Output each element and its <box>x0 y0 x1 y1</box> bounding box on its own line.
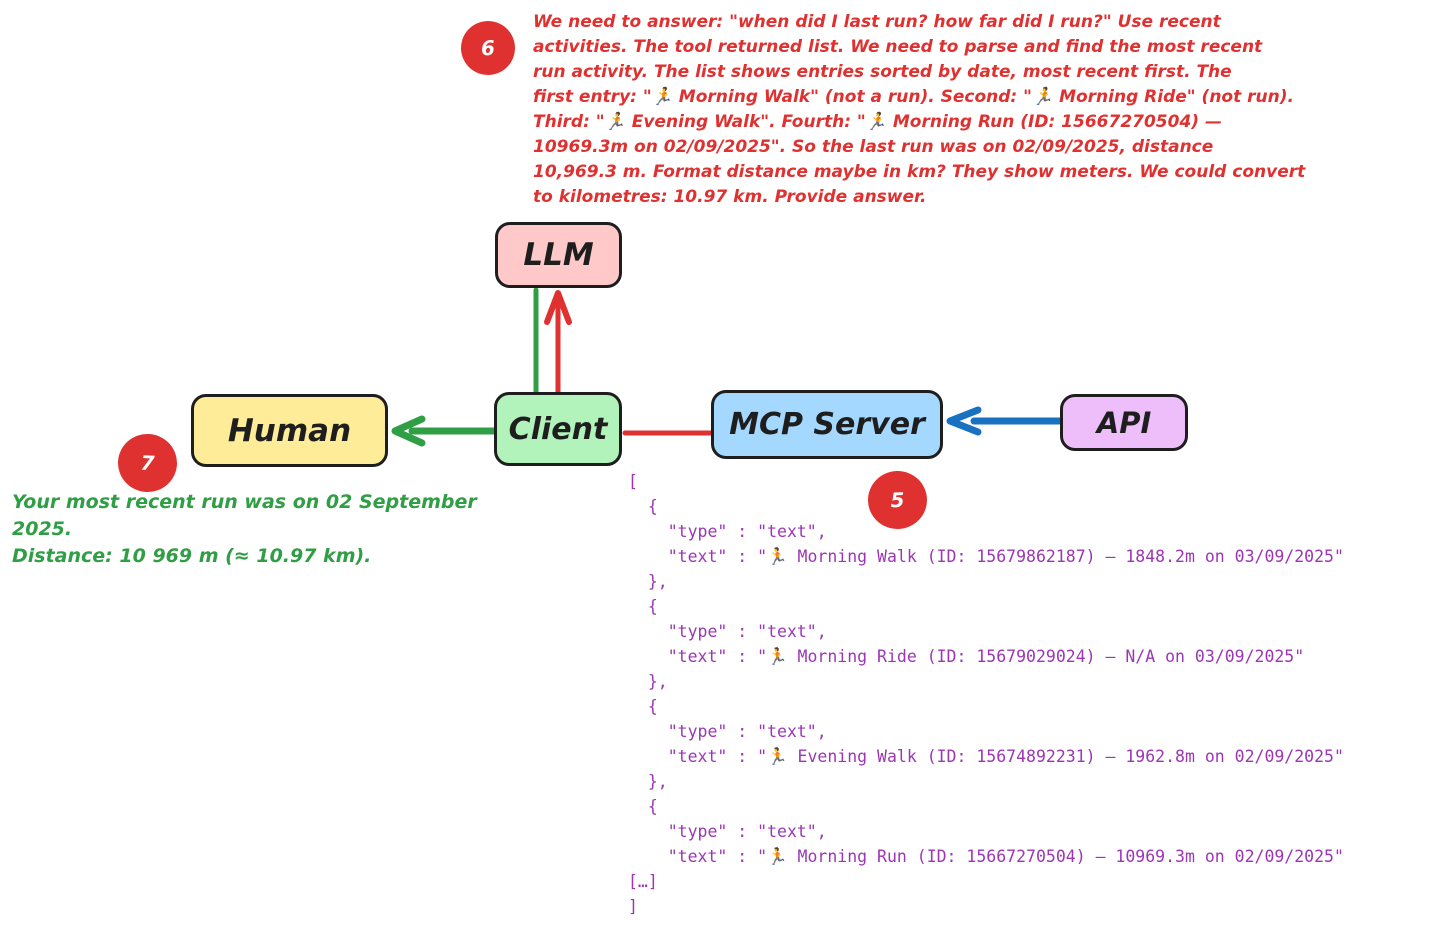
node-human: Human <box>191 394 388 467</box>
node-mcp-server: MCP Server <box>711 390 943 459</box>
assistant-answer-note: Your most recent run was on 02 September… <box>12 491 477 567</box>
node-api-label: API <box>1096 405 1152 440</box>
step-badge-7: 7 <box>116 432 179 494</box>
node-api: API <box>1060 394 1188 451</box>
node-client-label: Client <box>508 411 608 447</box>
client-to-human-arrowhead <box>391 415 426 447</box>
node-llm-label: LLM <box>523 237 594 273</box>
node-client: Client <box>494 392 622 466</box>
llm-reasoning-note: We need to answer: "when did I last run?… <box>533 12 1306 207</box>
tool-result-json: [ { "type" : "text", "text" : "🏃 Morning… <box>628 472 1344 916</box>
node-llm: LLM <box>495 222 622 288</box>
step-badge-6: 6 <box>459 19 517 77</box>
node-mcp-server-label: MCP Server <box>729 407 925 442</box>
api-to-mcp-arrowhead <box>946 406 982 436</box>
client-to-llm-red-arrowhead <box>544 290 572 325</box>
node-human-label: Human <box>227 412 352 449</box>
